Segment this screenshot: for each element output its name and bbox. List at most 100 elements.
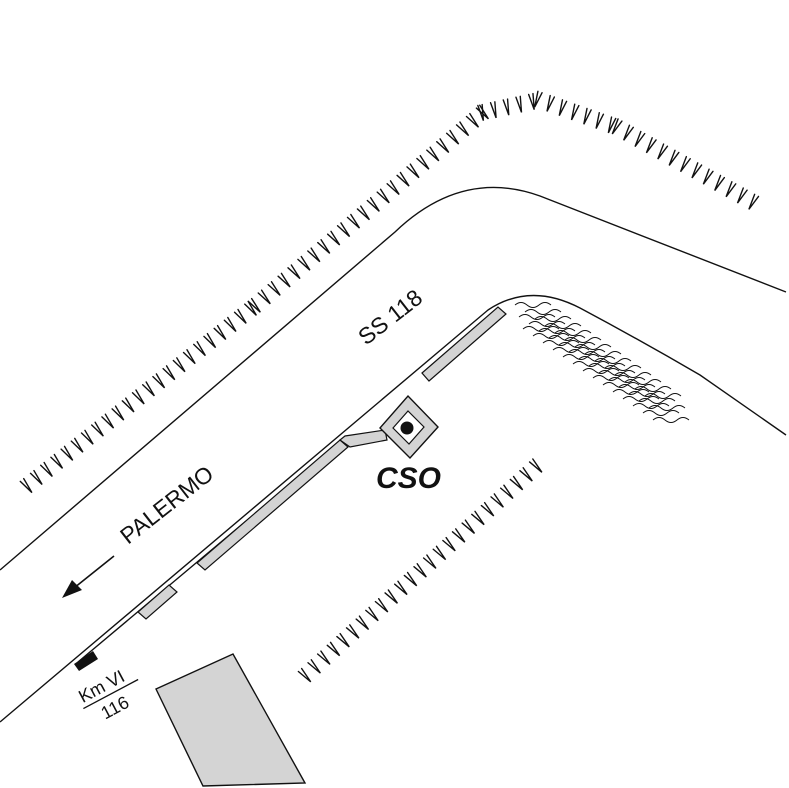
slope-hatch-stroke	[602, 382, 640, 388]
embankment-tick	[679, 155, 691, 173]
embankment-tick	[702, 168, 714, 185]
slope-hatch-stroke	[614, 372, 652, 378]
embankment-tick	[622, 124, 635, 141]
slope-hatch-stroke	[612, 389, 650, 395]
embankment-tick	[267, 281, 281, 296]
embankment-tick	[490, 493, 504, 508]
slope-hatch-stroke	[534, 316, 572, 322]
embankment-tick	[691, 162, 703, 179]
slope-hatch-stroke	[542, 340, 580, 346]
embankment-tick	[502, 98, 510, 116]
embankment-tick	[213, 324, 227, 341]
embankment-tick	[365, 606, 379, 622]
slope-hatch-stroke	[562, 354, 600, 360]
embankment-tick	[356, 205, 371, 221]
slope-hatch-stroke	[544, 323, 582, 329]
embankment-tick	[223, 316, 237, 332]
embankment-tick	[386, 180, 400, 196]
lay-by-lower	[137, 584, 178, 620]
embankment-tick	[90, 421, 104, 437]
embankment-tick	[413, 563, 427, 578]
embankment-tick	[142, 381, 155, 397]
slope-hatch-stroke	[564, 337, 602, 343]
slope-hatch-stroke	[558, 342, 596, 348]
slope-hatch-stroke	[584, 351, 622, 357]
embankment-tick	[451, 528, 466, 543]
slope-hatch-stroke	[552, 347, 590, 353]
lay-by-middle	[196, 439, 349, 571]
embankment-tick	[29, 469, 43, 486]
embankment-tick	[477, 103, 485, 121]
embankment-tick	[489, 101, 497, 119]
embankment-tick	[436, 138, 450, 153]
embankment-tick	[193, 340, 206, 357]
embankment-tick	[336, 222, 351, 238]
slope-hatching	[514, 302, 690, 423]
slope-hatch-stroke	[598, 370, 636, 376]
embankment-tick	[39, 461, 53, 477]
slope-hatch-stroke	[632, 403, 670, 409]
embankment-tick	[611, 118, 623, 135]
slope-hatch-stroke	[638, 398, 676, 404]
slope-hatch-stroke	[628, 391, 666, 397]
slope-hatch-stroke	[594, 358, 632, 364]
slope-hatch-stroke	[522, 326, 560, 332]
embankment-tick	[101, 413, 115, 429]
embankment-tick	[406, 163, 420, 179]
slope-hatch-stroke	[644, 393, 682, 399]
embankment-tick	[546, 94, 556, 112]
embankment-tick	[257, 289, 271, 305]
slope-hatch-stroke	[528, 321, 566, 327]
embankment-tick	[471, 510, 485, 526]
slope-hatch-stroke	[568, 349, 606, 355]
embankment-tick	[416, 154, 430, 170]
embankment-tick	[736, 187, 748, 204]
milestone-icon	[74, 651, 98, 671]
embankment-tick	[80, 429, 94, 445]
slope-hatch-stroke	[622, 396, 660, 402]
embankment-tick	[445, 129, 460, 145]
slope-hatch-stroke	[572, 361, 610, 367]
embankment-tick	[307, 659, 321, 674]
embankment-tick	[455, 121, 470, 137]
embankment-tick	[374, 597, 389, 613]
slope-hatch-stroke	[592, 375, 630, 381]
embankment-tick	[461, 519, 476, 534]
station-enclosure	[379, 394, 439, 460]
slope-hatch-stroke	[574, 344, 612, 350]
embankment-tick	[595, 112, 605, 129]
slope-hatch-stroke	[604, 365, 642, 371]
embankment-tick	[403, 571, 418, 587]
embankment-tick	[50, 453, 64, 469]
embankment-tick	[499, 484, 514, 500]
embankment-tick	[657, 143, 669, 160]
embankment-tick	[70, 437, 84, 453]
embankment-tick	[432, 545, 447, 561]
slope-hatch-stroke	[624, 379, 662, 385]
arrow-left-down-icon	[62, 555, 115, 598]
embankment-tick	[355, 615, 370, 631]
slope-hatch-stroke	[554, 330, 592, 336]
slope-hatch-stroke	[582, 368, 620, 374]
embankment-tick	[233, 308, 247, 324]
embankment-tick	[422, 554, 437, 569]
direction-label: PALERMO	[115, 460, 218, 549]
embankment-tick	[634, 130, 646, 147]
access-path	[338, 429, 388, 448]
embankment-tick	[519, 467, 533, 482]
embankment-tick	[346, 213, 361, 229]
embankment-tick	[317, 239, 331, 254]
embankment-tick	[570, 103, 580, 121]
embankment-tick	[345, 624, 360, 639]
slope-hatch-stroke	[642, 410, 680, 416]
embankment-tick	[384, 589, 399, 604]
embankment-tick	[19, 477, 33, 494]
embankment-tick	[307, 247, 321, 263]
embankment-tick	[393, 580, 408, 596]
embankment-tick	[336, 632, 350, 648]
embankment-tick	[442, 536, 456, 552]
embankment-tick	[60, 445, 74, 461]
embankment-tick	[527, 92, 535, 110]
embankment-outer	[19, 90, 760, 494]
site-label: CSO	[376, 462, 441, 495]
